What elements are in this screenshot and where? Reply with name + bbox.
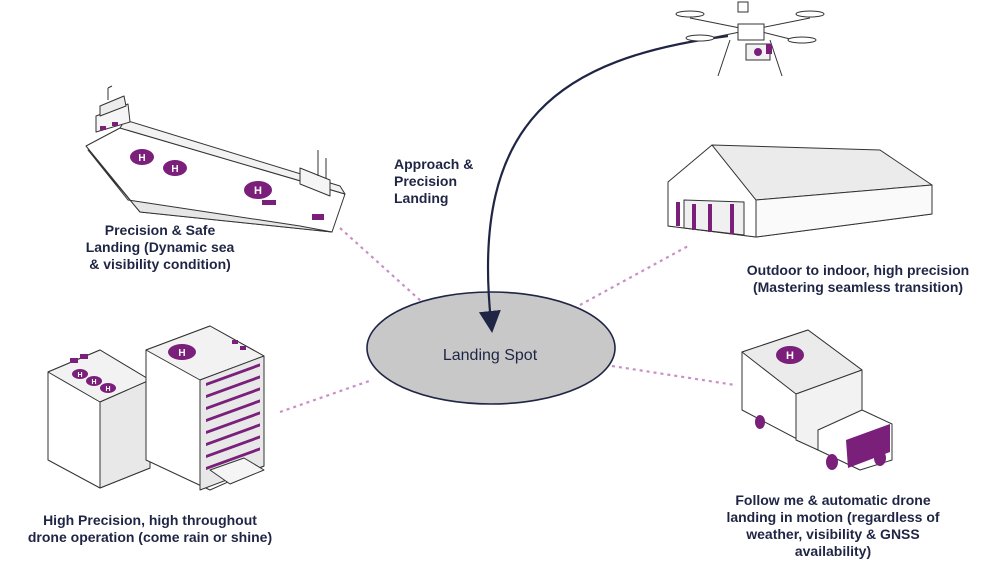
- helipad-icon: [100, 383, 116, 393]
- landing-spot-ellipse: [366, 291, 616, 405]
- buildings-label-line: drone operation (come rain or shine): [27, 529, 273, 545]
- helipad-icon: [163, 160, 187, 176]
- helipad-letter: H: [171, 164, 178, 175]
- helipad-icon: [168, 344, 196, 360]
- landing-spot-label: Landing Spot: [442, 347, 538, 364]
- truck-label: Follow me & automatic drone landing in m…: [708, 492, 958, 560]
- ship-label-line: & visibility condition): [89, 256, 231, 272]
- approach-arrow: [478, 34, 729, 333]
- helipad-letter: H: [77, 372, 82, 379]
- ship-illustration: [85, 85, 346, 233]
- helipad-letter: H: [254, 185, 262, 197]
- warehouse-label-line: (Mastering seamless transition): [752, 279, 964, 295]
- truck-label-line: landing in motion (regardless of: [726, 509, 940, 525]
- approach-label: Approach & Precision Landing: [394, 156, 494, 207]
- helipad-icon: [776, 346, 804, 364]
- connector-lines: [279, 227, 736, 414]
- ship-label: Precision & Safe Landing (Dynamic sea & …: [60, 222, 260, 273]
- truck-illustration: [741, 329, 893, 471]
- buildings-label-line: High Precision, high throughout: [43, 512, 257, 528]
- connector-warehouse: [579, 244, 691, 306]
- connector-truck: [611, 364, 736, 387]
- helipad-letter: H: [178, 348, 185, 359]
- truck-label-line: weather, visibility & GNSS: [746, 526, 920, 542]
- ship-label-line: Precision & Safe: [104, 222, 216, 238]
- helipad-letter: H: [786, 350, 794, 362]
- warehouse-illustration: [667, 144, 933, 238]
- connector-ship: [339, 227, 423, 303]
- helipad-icon: [72, 369, 88, 379]
- approach-line: Landing: [394, 190, 449, 206]
- helipad-icon: [244, 181, 272, 199]
- buildings-label: High Precision, high throughout drone op…: [10, 512, 290, 546]
- ship-helipads: [130, 149, 272, 199]
- helipad-letter: H: [91, 379, 96, 386]
- helipad-letter: H: [138, 153, 145, 164]
- drone-illustration: [675, 1, 825, 77]
- approach-line: Approach &: [394, 156, 474, 172]
- truck-label-line: Follow me & automatic drone: [735, 492, 931, 508]
- connector-buildings: [279, 378, 373, 414]
- warehouse-label: Outdoor to indoor, high precision (Maste…: [728, 262, 988, 296]
- approach-line: Precision: [394, 173, 458, 189]
- helipad-letter: H: [105, 386, 110, 393]
- helipad-icon: [130, 149, 154, 165]
- buildings-illustration: [47, 325, 265, 491]
- ship-label-line: Landing (Dynamic sea: [85, 239, 235, 255]
- truck-label-line: availability): [794, 543, 872, 559]
- helipad-icon: [86, 376, 102, 386]
- warehouse-label-line: Outdoor to indoor, high precision: [746, 262, 970, 278]
- helipad-letters: H H H H H H H H: [77, 153, 794, 393]
